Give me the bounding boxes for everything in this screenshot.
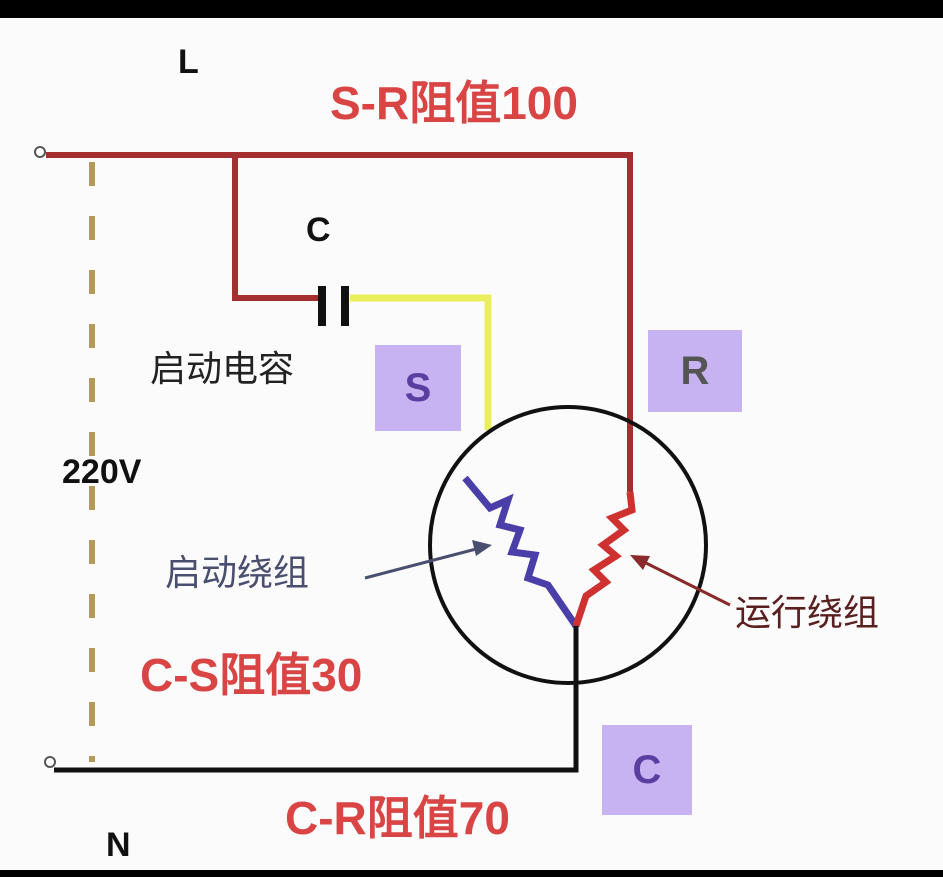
c-terminal-box: C (602, 725, 692, 815)
neutral-label: N (106, 826, 131, 864)
start-winding-arrowhead (472, 540, 492, 556)
start-winding-label: 启动绕组 (165, 553, 310, 594)
start-capacitor-label: 启动电容 (150, 349, 295, 390)
n-terminal (44, 756, 56, 768)
r-terminal-box: R (648, 330, 742, 412)
run-winding-arrow (639, 558, 731, 607)
sr-resistance: S-R阻值100 (330, 77, 578, 129)
cr-resistance: C-R阻值70 (285, 792, 510, 844)
s-terminal-box: S (375, 345, 461, 431)
l-wire (46, 152, 633, 492)
run-winding-label: 运行绕组 (735, 593, 880, 634)
start-wire (350, 294, 492, 430)
run-winding-arrowhead (630, 555, 650, 570)
line-label: L (178, 43, 199, 81)
voltage-label: 220V (62, 453, 142, 491)
capacitor-branch-wire (232, 155, 318, 301)
start-winding-arrow (364, 546, 481, 580)
capacitor-label: C (306, 211, 331, 249)
top-bar (0, 0, 943, 18)
l-terminal (34, 146, 46, 158)
n-wire (54, 626, 579, 773)
cs-resistance: C-S阻值30 (140, 649, 363, 701)
bottom-bar (0, 870, 943, 877)
run-winding (572, 491, 636, 628)
start-winding (462, 475, 579, 628)
motor-circle (428, 405, 708, 685)
